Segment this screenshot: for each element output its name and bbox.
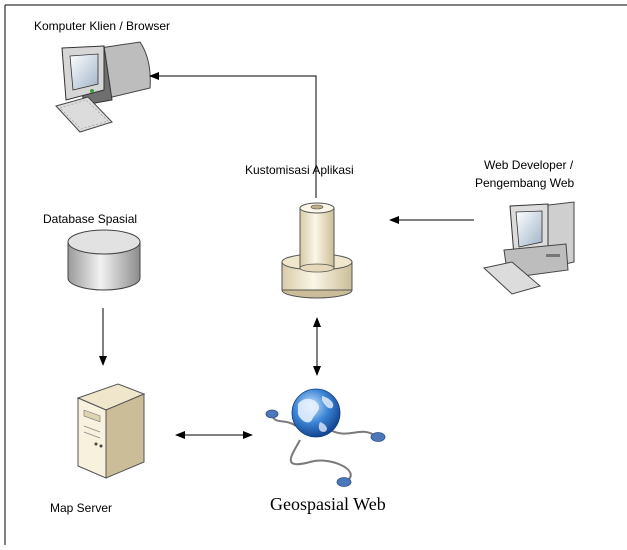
developer-computer-icon [482, 201, 575, 295]
geoweb-label: Geospasial Web [270, 494, 386, 514]
edge-customization-to-client [149, 72, 317, 198]
developer-label-line1: Web Developer / [484, 158, 574, 172]
cylinder-tower-icon [281, 202, 353, 299]
server-tower-icon [76, 383, 146, 479]
globe-network-icon [265, 388, 386, 487]
database-label: Database Spasial [43, 212, 137, 226]
database-cylinder-icon [67, 229, 141, 291]
developer-label-line2: Pengembang Web [475, 176, 575, 190]
customization-label: Kustomisasi Aplikasi [245, 163, 354, 177]
client-label: Komputer Klien / Browser [34, 19, 170, 33]
client-computer-icon [55, 41, 151, 133]
mapserver-label: Map Server [50, 501, 112, 515]
